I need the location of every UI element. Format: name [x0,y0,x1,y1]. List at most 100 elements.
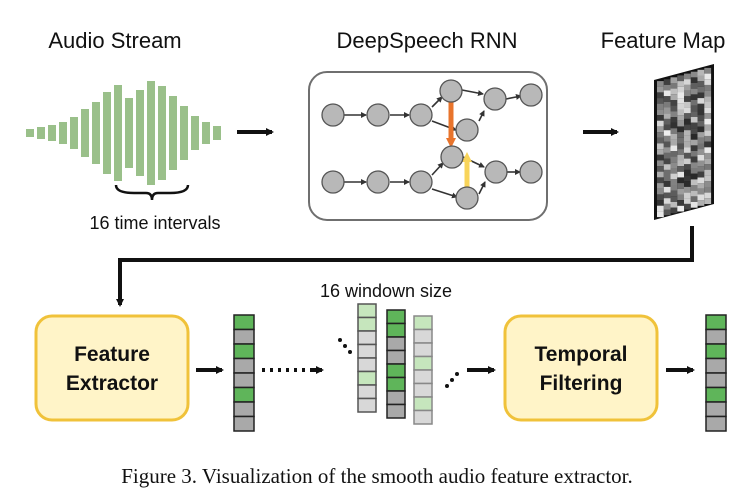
feature-cell [233,401,255,418]
feature-cell [357,330,377,346]
rnn-node [483,87,507,111]
feature-cell [357,343,377,359]
feature-map-cell [663,124,671,131]
audio-stream-label: Audio Stream [48,28,181,53]
feature-map-cell [690,145,698,152]
feature-map-cell [670,145,678,151]
feature-map-cell [690,94,698,101]
feature-map-cell [704,130,712,136]
waveform-bar [103,92,111,174]
feature-cell [413,328,433,344]
feature-map-cell [663,79,671,85]
feature-map-cell [663,164,671,170]
temporal-filtering-box [503,314,659,422]
feature-columns [233,303,727,432]
feature-cell [357,384,377,400]
feature-map-cell [704,118,712,125]
feature-map-cell [697,132,705,138]
feature-map-cell [663,147,671,153]
feature-cell [705,372,727,389]
feature-map-cell [697,200,705,206]
feature-map-cell [690,134,698,140]
waveform-bar [114,85,122,181]
feature-map-cell [697,86,705,93]
feature-map-cell [684,107,691,114]
feature-map-cell [697,188,705,195]
feature-map-cell [697,183,705,189]
feature-map-cell [657,205,664,212]
feature-map-cell [670,185,678,191]
feature-cell [357,303,377,319]
feature-map-cell [663,135,671,142]
feature-map-cell [670,111,678,117]
feature-map-cell [663,96,671,102]
feature-map-cell [677,81,685,87]
feature-cell [386,403,406,419]
deepspeech-rnn-label: DeepSpeech RNN [337,28,518,53]
feature-map-cell [684,164,691,170]
feature-cell [705,401,727,418]
feature-cell [357,370,377,386]
feature-map-cell [657,143,664,150]
feature-extractor-label-line1: Feature [74,343,150,366]
feature-map-cell [704,90,712,97]
feature-map-cell [663,198,671,204]
feature-map-cell [677,160,685,167]
feature-map-cell [677,188,685,195]
waveform-bar [26,129,34,137]
feature-map-cell [663,192,671,199]
feature-map-cell [690,111,698,118]
feature-map-cell [663,107,671,114]
feature-map-cell [704,158,712,165]
feature-cell [413,315,433,331]
feature-map-cell [690,168,698,174]
feature-map-cell [684,79,691,85]
feature-extractor-box [34,314,190,422]
feature-cell [705,343,727,360]
feature-cell [413,396,433,412]
feature-map-cell [663,84,671,91]
feature-cell [386,309,406,325]
feature-cell [386,376,406,392]
feature-map-cell [684,113,691,119]
feature-map-cell [663,118,671,125]
feature-map-cell [657,177,664,184]
feature-map-cell [684,73,691,80]
feature-map-cell [697,126,705,133]
feature-map-cell [704,175,712,182]
feature-map-cell [684,181,691,187]
feature-map-cell [677,154,685,161]
feature-map-cell [684,101,691,108]
feature-map-cell [684,152,691,159]
feature-map-cell [677,143,685,150]
feature-map-cell [690,156,698,163]
rnn-node [409,103,433,127]
feature-map-cell [697,69,705,76]
feature-map-cell [697,115,705,121]
feature-map-cell [677,109,685,116]
feature-map-cell [657,98,664,104]
feature-cell [386,349,406,365]
feature-map-cell [684,203,691,210]
waveform-bar [37,127,45,139]
feature-map-cell [677,75,685,82]
rnn-node [409,170,433,194]
feature-map-cell [684,169,691,176]
feature-map-cell [677,149,685,155]
waveform-bar [59,122,67,144]
feature-map-cell [690,122,698,129]
rnn-node [484,160,508,184]
rnn-node [366,170,390,194]
feature-map-cell [677,86,685,93]
feature-map-cell [657,132,664,138]
waveform-bar [191,116,199,150]
feature-cell [705,357,727,374]
feature-map-cell [663,113,671,119]
feature-map-cell [677,194,685,201]
feature-map-cell [657,92,664,99]
rnn-node [455,186,479,210]
feature-map-cell [670,202,678,208]
feature-map-cell [704,124,712,131]
rnn-node [519,83,543,107]
feature-map-cell [697,109,705,116]
